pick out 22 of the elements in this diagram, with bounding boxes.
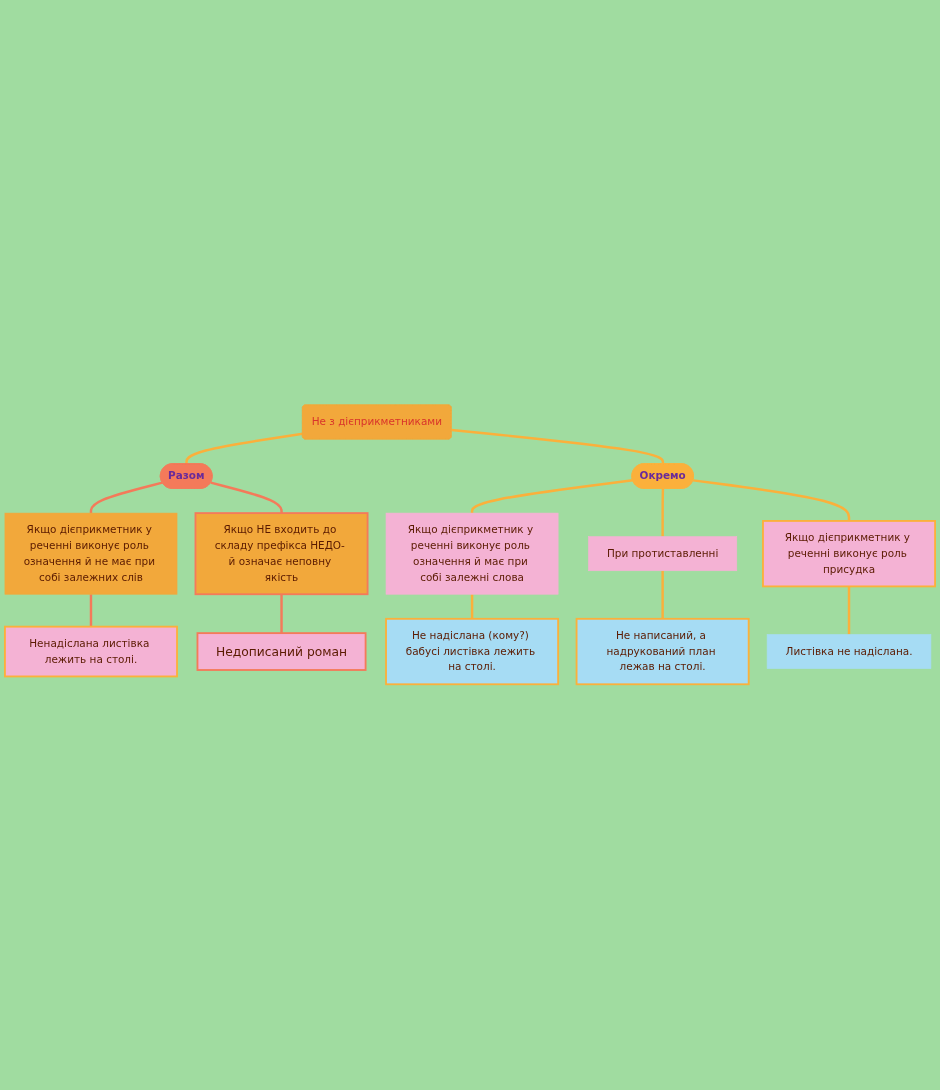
- connector: [470, 479, 633, 514]
- connector: [89, 594, 93, 628]
- node-box: Недописаний роман: [196, 632, 367, 672]
- node-box: Не написаний, а надрукований план лежав на столі.: [575, 618, 750, 686]
- node-box: Ненадіслана листівка лежить на столі.: [4, 626, 178, 678]
- connector: [661, 571, 664, 620]
- connector: [280, 594, 283, 634]
- connector: [451, 429, 665, 465]
- connector: [470, 594, 474, 620]
- connector: [661, 489, 665, 537]
- node-box: При протиставленні: [588, 536, 738, 572]
- node-box: Листівка не надіслана.: [766, 634, 932, 670]
- node-box: Якщо дієприкметник у реченні виконує роль означення й має при собі залежні слова: [385, 513, 559, 595]
- connector: [847, 586, 851, 635]
- node-box: Якщо дієприкметник у реченні виконує роль присудка: [762, 520, 936, 588]
- connector: [692, 479, 851, 522]
- connector: [89, 481, 163, 514]
- node-box: Якщо дієприкметник у реченні виконує роль означення й не має при собі залежних слів: [4, 513, 178, 595]
- connector: [185, 432, 303, 465]
- connector: [210, 481, 283, 514]
- node-box: Якщо НЕ входить до складу префікса НЕДО- й означає неповну якість: [194, 512, 369, 596]
- node-box: Не надіслана (кому?) бабусі листівка лежить на столі.: [385, 618, 560, 686]
